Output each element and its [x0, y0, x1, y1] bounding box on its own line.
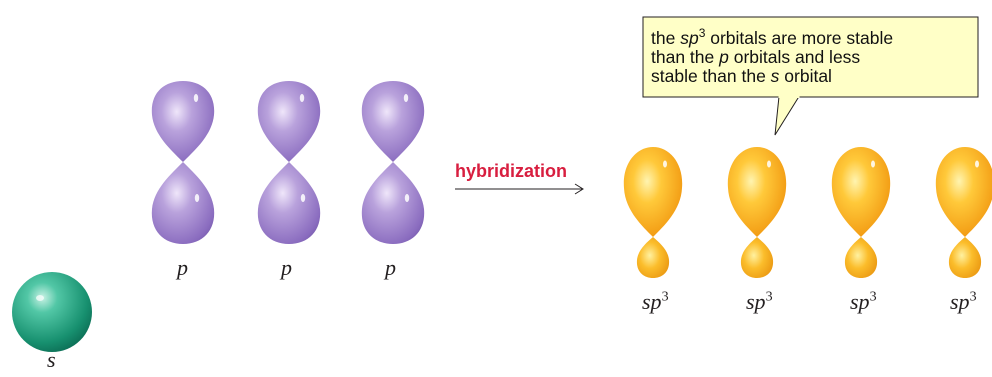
callout-text: the sp3 orbitals are more stable than th… — [651, 24, 973, 86]
hybridization-label: hybridization — [455, 161, 567, 182]
sp3-label-2: sp3 — [746, 289, 773, 315]
s-orbital — [12, 272, 92, 352]
sp3-label-4: sp3 — [950, 289, 977, 315]
callout-line-2: than the p orbitals and less — [651, 48, 973, 67]
s-label: s — [47, 347, 56, 373]
sp3-label-1: sp3 — [642, 289, 669, 315]
p-orbital-2 — [258, 81, 320, 244]
p-orbital-3 — [362, 81, 424, 244]
hybridization-arrow — [455, 184, 583, 194]
p-label-2: p — [281, 255, 292, 281]
sp3-label-3: sp3 — [850, 289, 877, 315]
callout-line-3: stable than the s orbital — [651, 67, 973, 86]
sp3-orbital-4 — [936, 147, 992, 278]
p-label-1: p — [177, 255, 188, 281]
sp3-orbital-1 — [624, 147, 682, 278]
p-orbital-1 — [152, 81, 214, 244]
p-label-3: p — [385, 255, 396, 281]
callout-line-1: the sp3 orbitals are more stable — [651, 24, 973, 48]
sp3-orbital-3 — [832, 147, 890, 278]
sp3-orbital-2 — [728, 147, 786, 278]
